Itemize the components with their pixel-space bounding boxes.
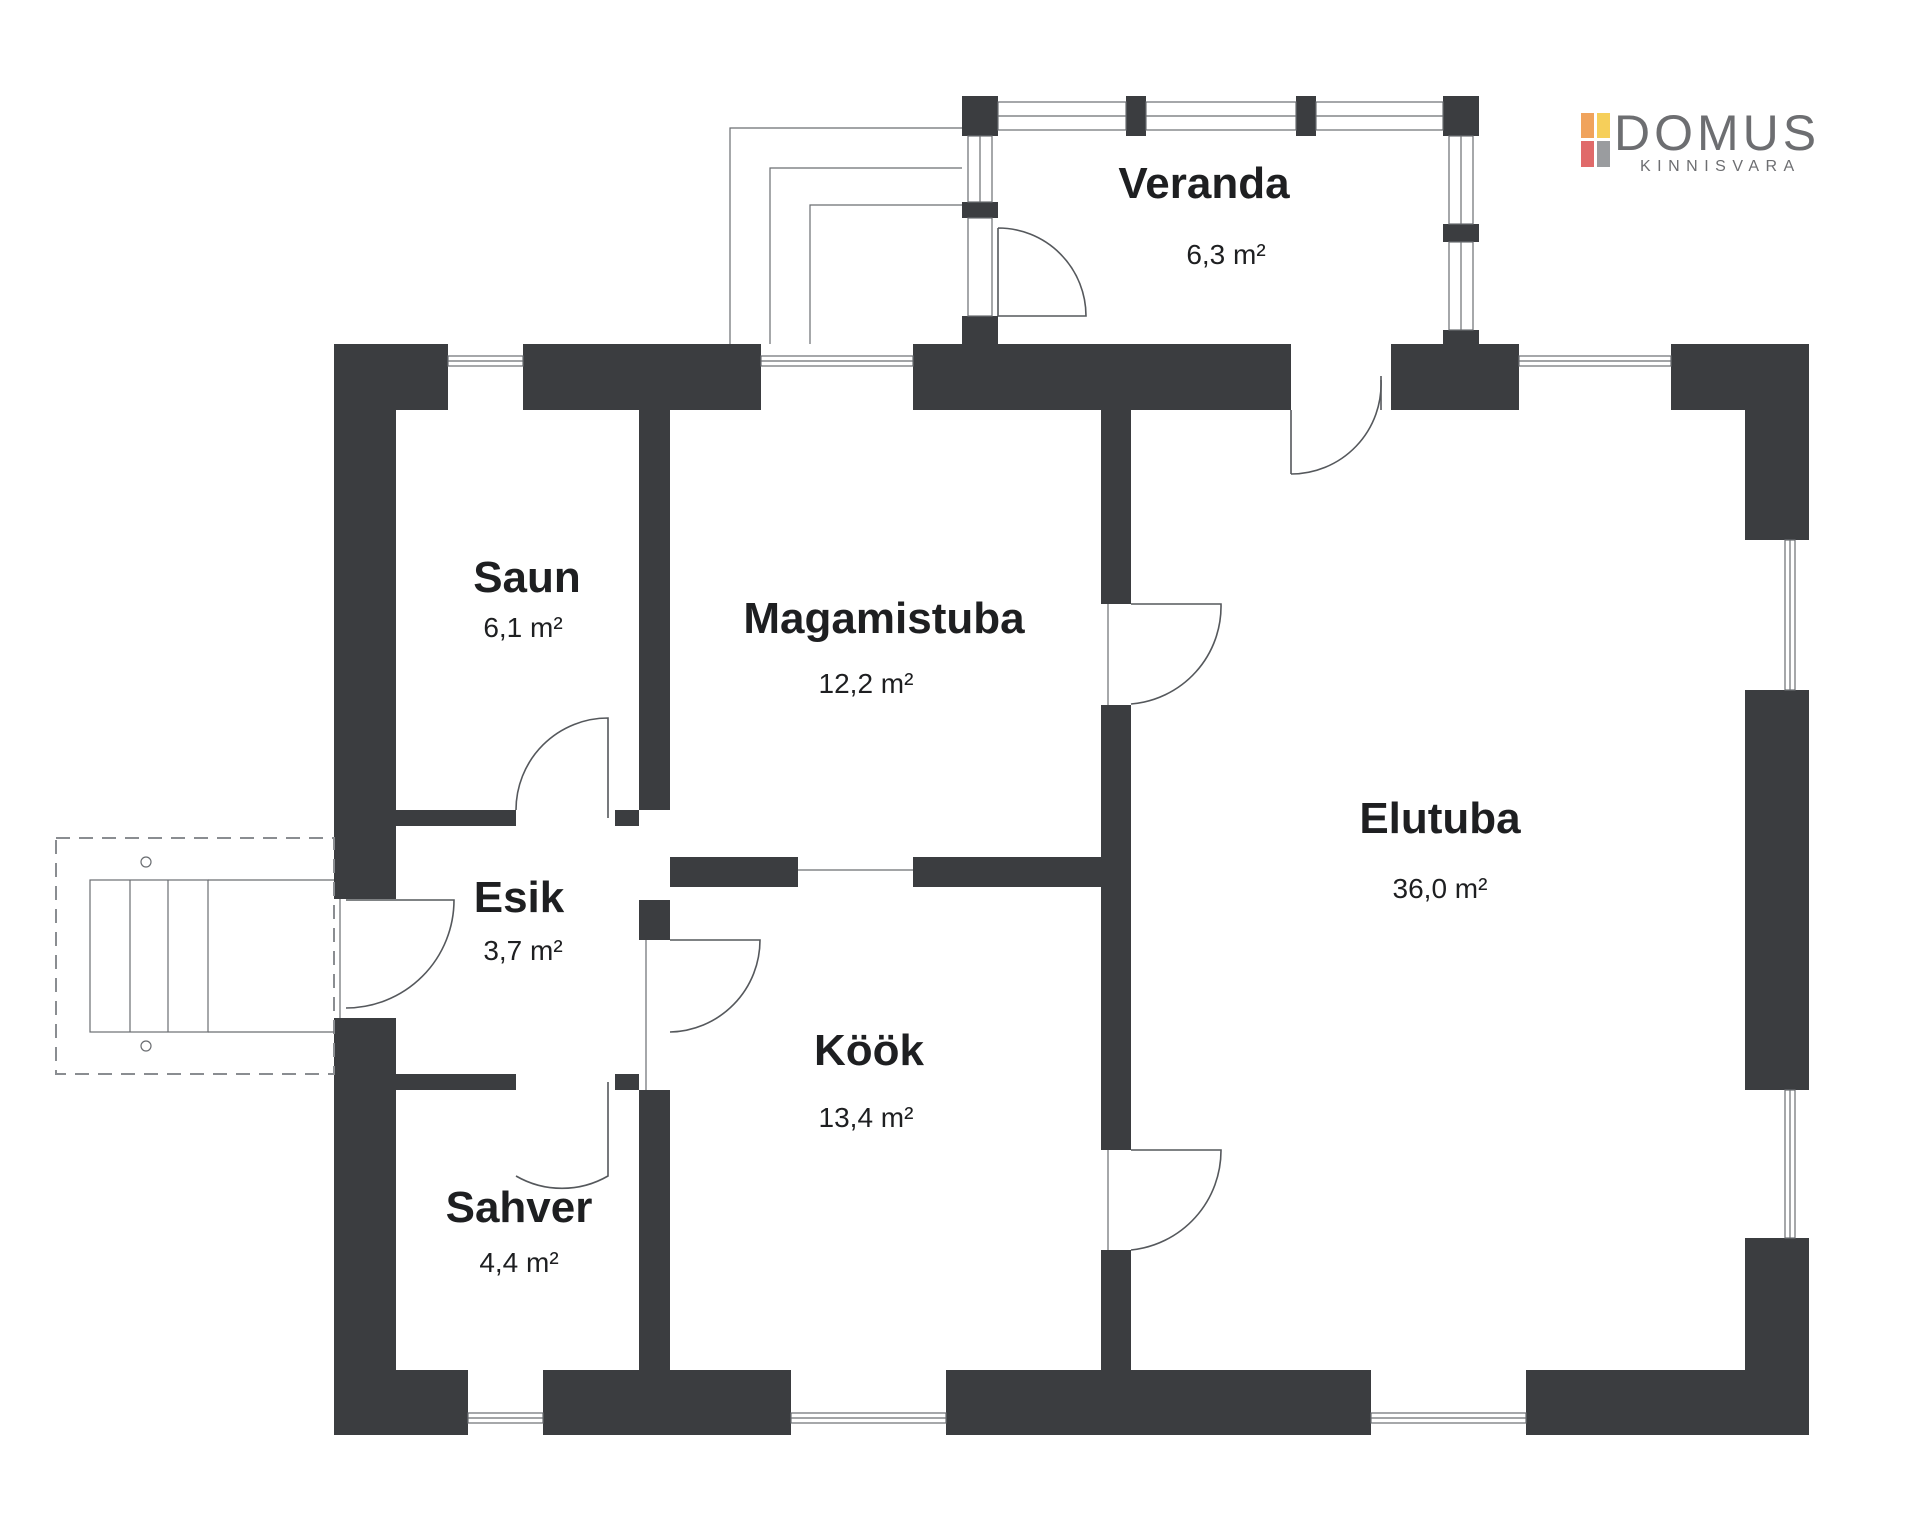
room-elutuba-area: 36,0 m² — [1393, 873, 1488, 904]
exterior-walls — [334, 344, 1809, 1435]
room-veranda-name: Veranda — [1118, 159, 1290, 208]
logo-square-gray — [1597, 141, 1610, 167]
room-saun-name: Saun — [473, 553, 581, 602]
veranda-walls — [962, 96, 1479, 344]
logo-square-yellow — [1597, 113, 1610, 138]
doors — [339, 227, 1382, 1251]
room-magamistuba-area: 12,2 m² — [819, 668, 914, 699]
logo-name: DOMUS — [1614, 105, 1820, 161]
domus-logo: DOMUS KINNISVARA — [1581, 105, 1820, 175]
room-elutuba-name: Elutuba — [1359, 794, 1521, 843]
room-magamistuba-name: Magamistuba — [743, 594, 1025, 643]
exterior-features — [55, 127, 962, 1075]
room-esik-name: Esik — [474, 873, 565, 922]
room-esik-area: 3,7 m² — [483, 935, 562, 966]
windows — [447, 355, 1796, 1424]
logo-square-red — [1581, 141, 1594, 167]
room-saun-area: 6,1 m² — [483, 612, 562, 643]
room-labels: Veranda 6,3 m² Saun 6,1 m² Magamistuba 1… — [446, 159, 1522, 1278]
room-sahver-area: 4,4 m² — [479, 1247, 558, 1278]
room-veranda-area: 6,3 m² — [1186, 239, 1265, 270]
room-sahver-name: Sahver — [446, 1183, 593, 1232]
logo-square-orange — [1581, 113, 1594, 138]
room-kook-name: Köök — [814, 1026, 925, 1075]
interior-walls — [396, 410, 1131, 1370]
logo-tagline: KINNISVARA — [1640, 158, 1801, 175]
room-kook-area: 13,4 m² — [819, 1102, 914, 1133]
